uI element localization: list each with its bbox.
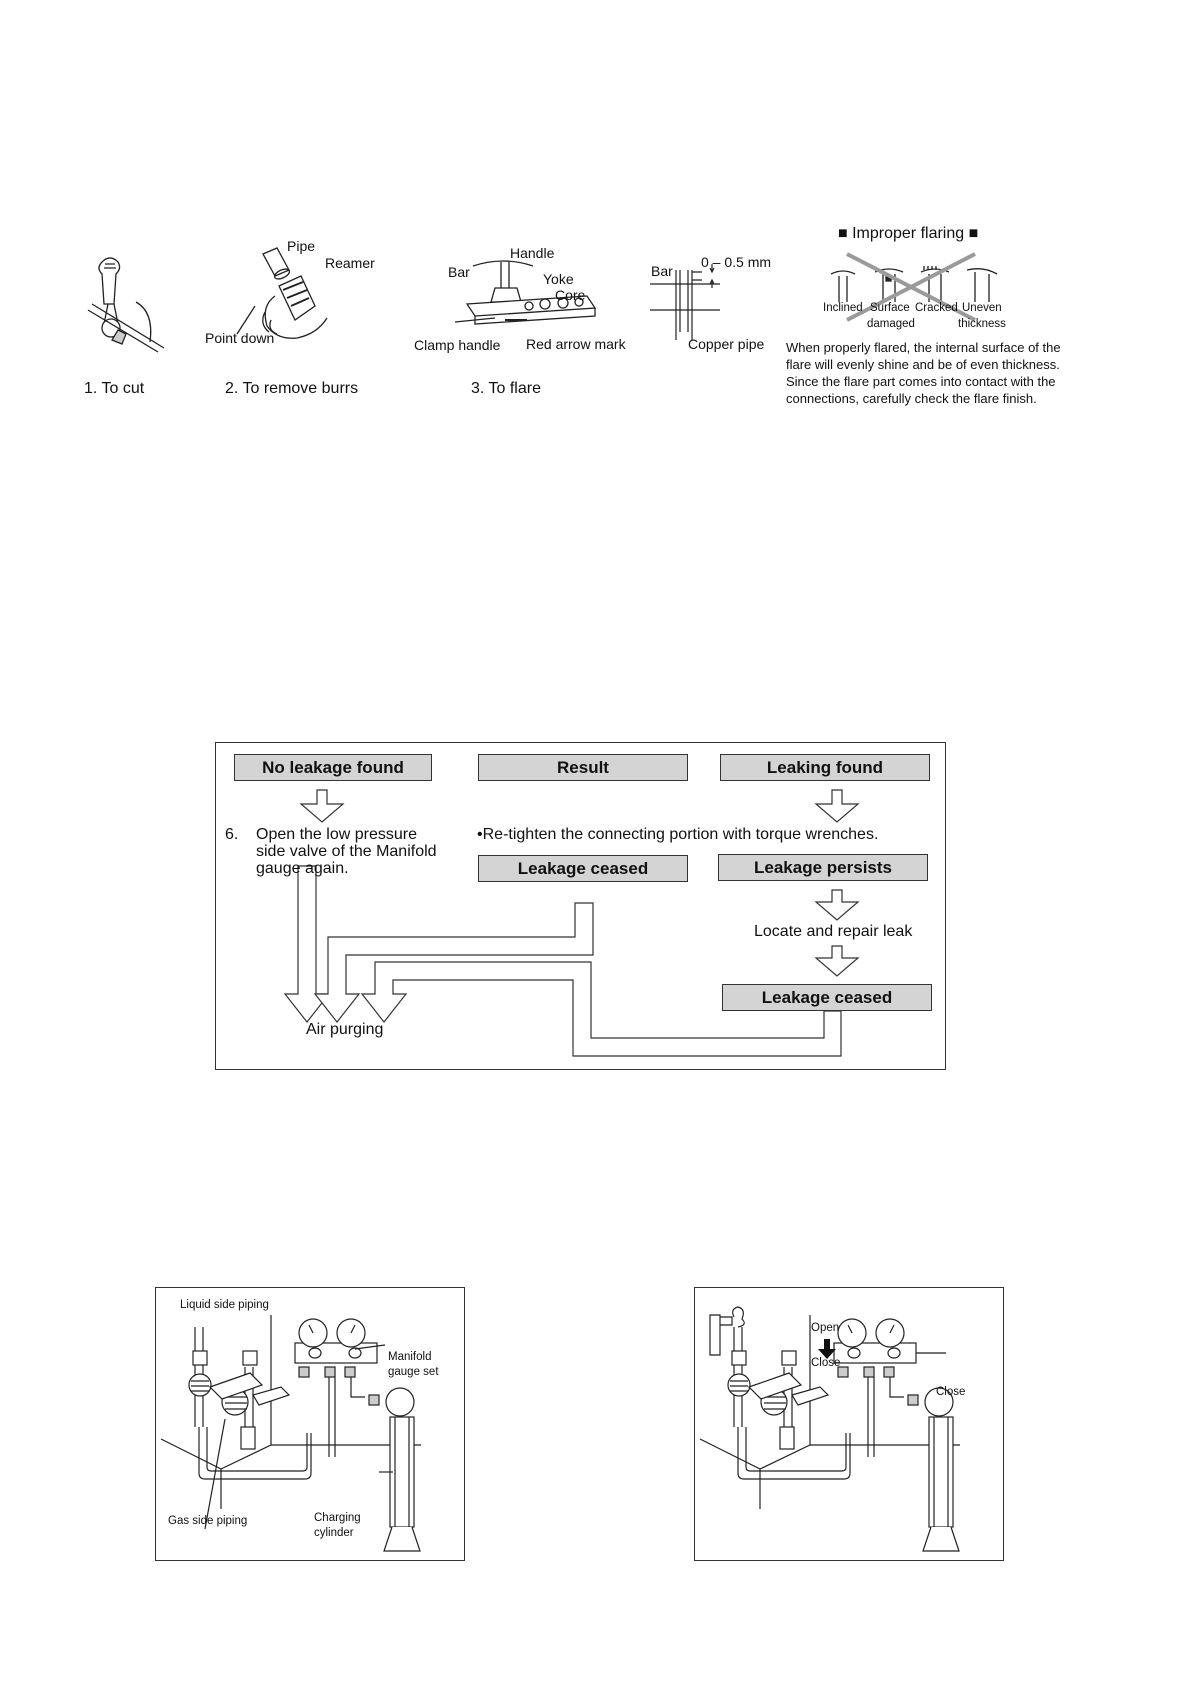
improper-cracked: Cracked bbox=[915, 302, 958, 314]
label-close-right: Close bbox=[936, 1386, 966, 1398]
improper-flare-shapes bbox=[830, 252, 998, 322]
label-core: Core bbox=[555, 287, 586, 303]
label-charging: Charging bbox=[314, 1512, 361, 1524]
label-yoke: Yoke bbox=[543, 271, 574, 287]
manifold-valve-drawing bbox=[699, 1306, 960, 1552]
step-6-line-3: gauge again. bbox=[256, 860, 349, 877]
leakage-persists-box: Leakage persists bbox=[718, 854, 928, 881]
label-point-down: Point down bbox=[205, 330, 275, 346]
reamer-illustration bbox=[236, 247, 328, 339]
label-close-top: Close bbox=[811, 1357, 841, 1369]
result-box: Result bbox=[478, 754, 688, 781]
flaring-tool-illustration bbox=[454, 260, 597, 325]
no-leakage-box: No leakage found bbox=[234, 754, 432, 781]
label-pipe: Pipe bbox=[287, 238, 316, 254]
flare-finish-note: When properly flared, the internal surfa… bbox=[786, 340, 1061, 406]
improper-thickness: thickness bbox=[958, 318, 1006, 330]
improper-flaring-title: ■ Improper flaring ■ bbox=[838, 225, 978, 243]
label-bar-detail: Bar bbox=[651, 263, 673, 279]
pipe-cutter-illustration bbox=[87, 257, 165, 353]
label-gas-side: Gas side piping bbox=[168, 1515, 248, 1527]
label-copper-pipe: Copper pipe bbox=[688, 336, 765, 352]
improper-uneven: Uneven bbox=[962, 302, 1002, 314]
locate-repair-text: Locate and repair leak bbox=[754, 923, 913, 940]
step-6-line-2: side valve of the Manifold bbox=[256, 843, 437, 860]
label-bar: Bar bbox=[448, 264, 470, 280]
air-purging-text: Air purging bbox=[306, 1021, 384, 1038]
leakage-ceased-box-2: Leakage ceased bbox=[722, 984, 932, 1011]
step-6-line-1: Open the low pressure bbox=[256, 826, 417, 843]
step-to-cut: 1. To cut bbox=[84, 380, 145, 397]
label-cylinder: cylinder bbox=[314, 1527, 354, 1539]
step-6-number: 6. bbox=[225, 826, 239, 843]
label-gauge-set: gauge set bbox=[388, 1366, 439, 1378]
label-reamer: Reamer bbox=[325, 255, 375, 271]
label-clamp-handle: Clamp handle bbox=[414, 337, 501, 353]
label-open: Open bbox=[811, 1322, 840, 1334]
flowchart-arrows bbox=[283, 789, 860, 1057]
label-handle: Handle bbox=[510, 245, 555, 261]
improper-damaged: damaged bbox=[867, 318, 915, 330]
label-gap: 0 – 0.5 mm bbox=[701, 254, 772, 270]
label-liquid-side: Liquid side piping bbox=[180, 1299, 269, 1311]
step-to-flare: 3. To flare bbox=[471, 380, 541, 397]
leaking-found-box: Leaking found bbox=[720, 754, 930, 781]
label-red-arrow-mark: Red arrow mark bbox=[526, 336, 626, 352]
square-bullet-icon: ■ bbox=[964, 225, 979, 242]
improper-inclined: Inclined bbox=[823, 302, 863, 314]
open-close-arrow-icon bbox=[818, 1339, 836, 1359]
step-remove-burrs: 2. To remove burrs bbox=[225, 380, 359, 397]
square-bullet-icon: ■ bbox=[838, 225, 853, 242]
label-manifold: Manifold bbox=[388, 1351, 432, 1363]
bullet-icon: • bbox=[477, 826, 483, 843]
improper-flaring-label: Improper flaring bbox=[852, 225, 965, 242]
manifold-setup-drawing bbox=[160, 1315, 421, 1552]
improper-surface: Surface bbox=[870, 302, 910, 314]
retighten-text: •Re-tighten the connecting portion with … bbox=[477, 826, 878, 843]
flare-gap-detail bbox=[650, 264, 720, 340]
leakage-ceased-box: Leakage ceased bbox=[478, 855, 688, 882]
retighten-label: Re-tighten the connecting portion with t… bbox=[482, 826, 879, 843]
